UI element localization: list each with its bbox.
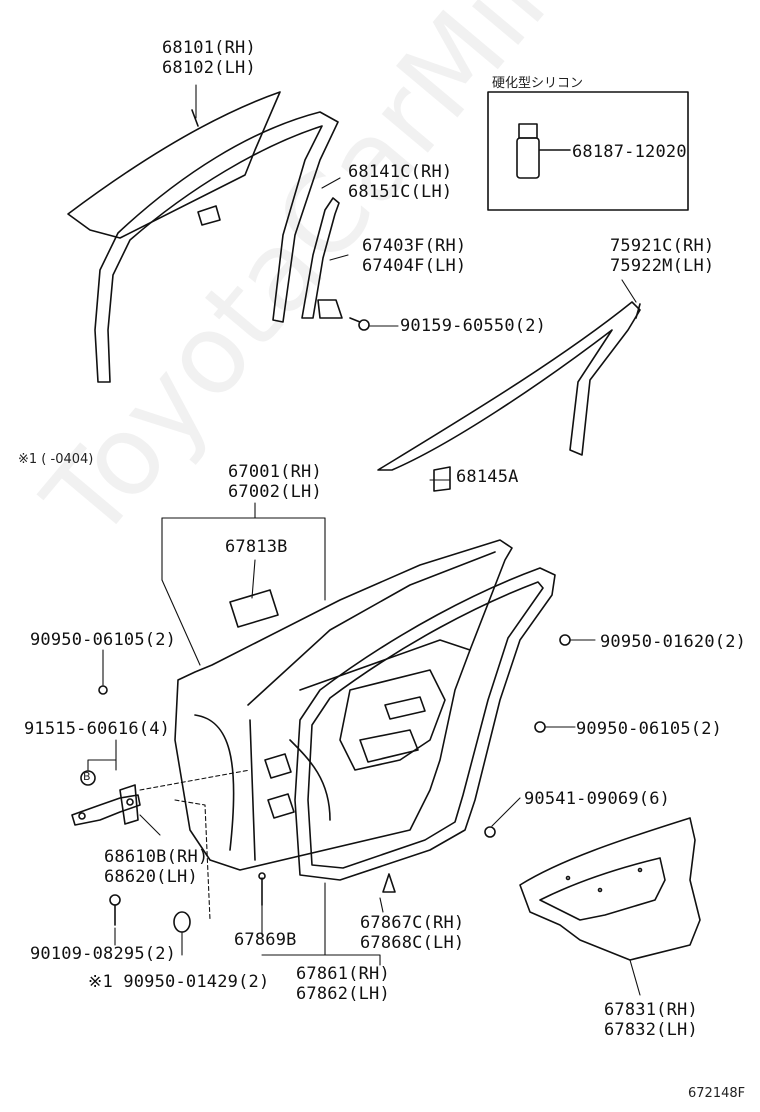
division-bar xyxy=(301,197,370,331)
label-door-lh: 67002(LH) xyxy=(228,482,322,502)
label-plug-left: 90950-06105(2) xyxy=(30,630,177,650)
label-screw-90541: 90541-09069(6) xyxy=(524,789,671,809)
label-division-lh: 67404F(LH) xyxy=(362,256,467,276)
label-check-rh: 68610B(RH) xyxy=(104,847,209,867)
label-run-lh: 68151C(LH) xyxy=(348,182,453,202)
leader-lines xyxy=(87,84,641,996)
glass-run xyxy=(94,111,339,383)
label-pad-68145a: 68145A xyxy=(456,467,519,487)
service-hole-cover xyxy=(519,817,701,961)
label-cover-lh: 67832(LH) xyxy=(604,1020,698,1040)
label-molding-rh: 75921C(RH) xyxy=(610,236,715,256)
label-division-rh: 67403F(RH) xyxy=(362,236,467,256)
label-silicone-part: 68187-12020 xyxy=(572,142,687,162)
label-check-lh: 68620(LH) xyxy=(104,867,198,887)
label-weather-lh: 67862(LH) xyxy=(296,984,390,1004)
label-cover-rh: 67831(RH) xyxy=(604,1000,698,1020)
label-weather-rh: 67861(RH) xyxy=(296,964,390,984)
door-weatherstrip xyxy=(294,567,556,881)
label-molding-lh: 75922M(LH) xyxy=(610,256,715,276)
callout-b: B xyxy=(83,770,91,783)
label-door-rh: 67001(RH) xyxy=(228,462,322,482)
label-screw-90159: 90159-60550(2) xyxy=(400,316,547,336)
label-note-plug: ※1 90950-01429(2) xyxy=(88,972,270,992)
pad-68145a xyxy=(433,466,451,492)
silicone-box xyxy=(487,91,689,211)
label-run-rh: 68141C(RH) xyxy=(348,162,453,182)
label-glass-rh: 68101(RH) xyxy=(162,38,256,58)
label-bolt-90109: 90109-08295(2) xyxy=(30,944,177,964)
door-glass xyxy=(67,91,281,239)
drawing-number: 672148F xyxy=(688,1086,746,1101)
fasteners xyxy=(80,634,571,933)
label-clip-67867c: 67867C(RH) xyxy=(360,913,465,933)
label-plug-right-top: 90950-01620(2) xyxy=(600,632,747,652)
label-silicone-title: 硬化型シリコン xyxy=(492,76,584,91)
label-clip-67868c: 67868C(LH) xyxy=(360,933,465,953)
label-plug-right-mid: 90950-06105(2) xyxy=(576,719,723,739)
label-glass-lh: 68102(LH) xyxy=(162,58,256,78)
door-shell xyxy=(174,539,513,871)
label-weather-67869b: 67869B xyxy=(234,930,297,950)
belt-molding xyxy=(377,301,641,471)
pad-67813b xyxy=(229,589,279,628)
label-note-range: ※1 ( -0404) xyxy=(18,452,94,467)
door-check xyxy=(71,784,141,826)
label-bolt-hinge: 91515-60616(4) xyxy=(24,719,171,739)
label-pad-67813b: 67813B xyxy=(225,537,288,557)
